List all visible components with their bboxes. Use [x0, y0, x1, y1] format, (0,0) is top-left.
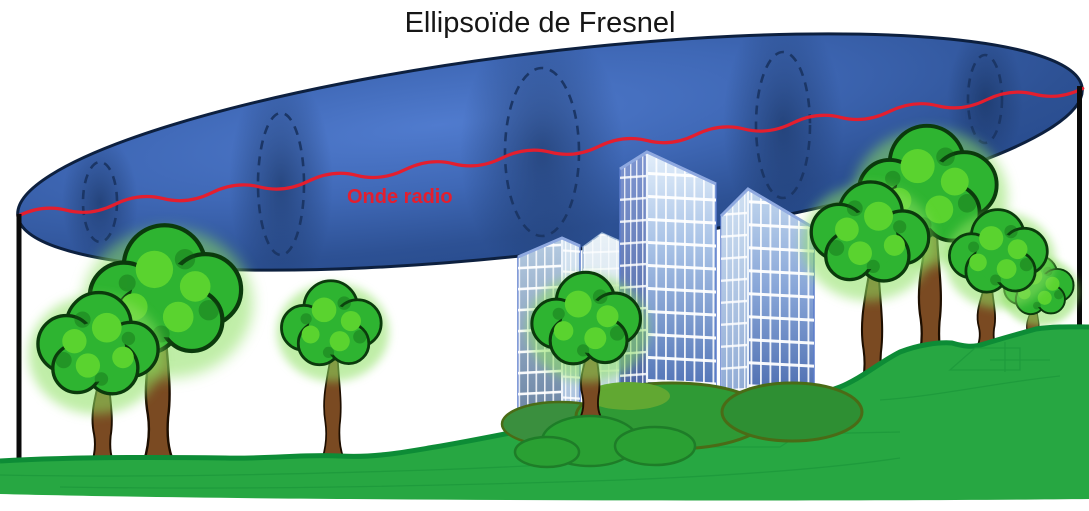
front-bushes — [513, 414, 697, 469]
building-tower-4 — [719, 187, 815, 413]
radio-wave-line — [16, 86, 1085, 218]
tree — [28, 293, 163, 467]
diagram-title: Ellipsoïde de Fresnel — [405, 7, 676, 39]
left-antenna-mast — [16, 214, 22, 462]
tree — [277, 281, 389, 459]
terrain — [0, 326, 1089, 501]
building-tower-3 — [619, 150, 717, 421]
bush — [720, 381, 864, 443]
radio-wave-label: Onde radio — [347, 186, 453, 208]
cross-section-ellipse — [754, 50, 812, 200]
bush — [513, 435, 581, 469]
bush-highlight — [586, 382, 670, 410]
right-antenna-mast — [1077, 86, 1082, 330]
cross-section-ellipse — [966, 53, 1004, 145]
bush — [613, 425, 697, 467]
